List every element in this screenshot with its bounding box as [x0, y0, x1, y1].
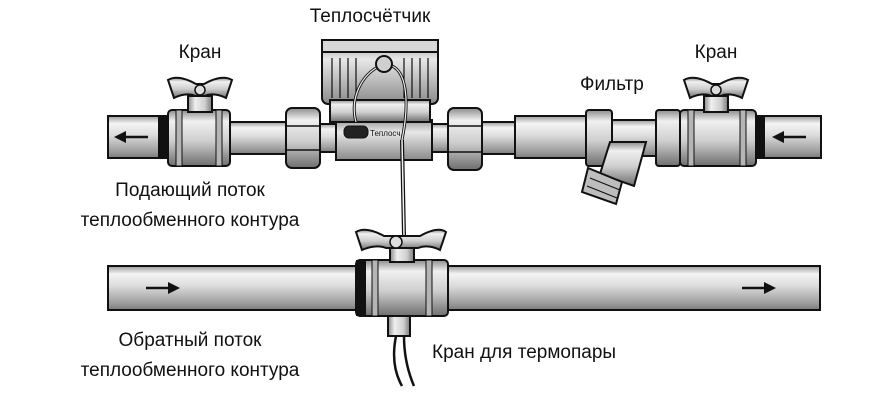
heat-meter-icon: Теплосч. — [321, 39, 439, 161]
flow-arrow-right-icon — [146, 282, 180, 294]
valve-right-label: Кран — [694, 42, 738, 63]
strainer-filter-icon — [580, 109, 681, 206]
ball-valve-left — [166, 76, 234, 167]
flow-arrow-right-icon — [742, 282, 776, 294]
thermocouple-valve-label: Кран для термопары — [432, 342, 617, 363]
filter-label: Фильтр — [580, 74, 644, 95]
capillary-tube — [400, 139, 406, 237]
flow-arrow-left-icon — [114, 131, 148, 143]
supply-flow-label-line1: Подающий поток — [115, 180, 265, 201]
return-flow-label-line2: теплообменного контура — [80, 360, 300, 381]
butterfly-handle-icon — [166, 76, 234, 100]
thermocouple-valve — [354, 228, 449, 387]
svg-text:Теплосч.: Теплосч. — [370, 129, 403, 138]
butterfly-handle-icon — [354, 228, 448, 252]
valve-left-label: Кран — [178, 42, 222, 63]
union-nut-right — [447, 107, 483, 171]
butterfly-handle-icon — [682, 76, 750, 100]
return-flow-label-line1: Обратный поток — [118, 330, 262, 351]
flow-arrow-left-icon — [772, 131, 806, 143]
union-nut-left — [285, 107, 321, 169]
return-pipe — [107, 265, 821, 311]
ball-valve-right — [679, 76, 757, 167]
heat-meter-label: Теплосчётчик — [309, 6, 431, 27]
supply-flow-label-line2: теплообменного контура — [80, 210, 300, 231]
